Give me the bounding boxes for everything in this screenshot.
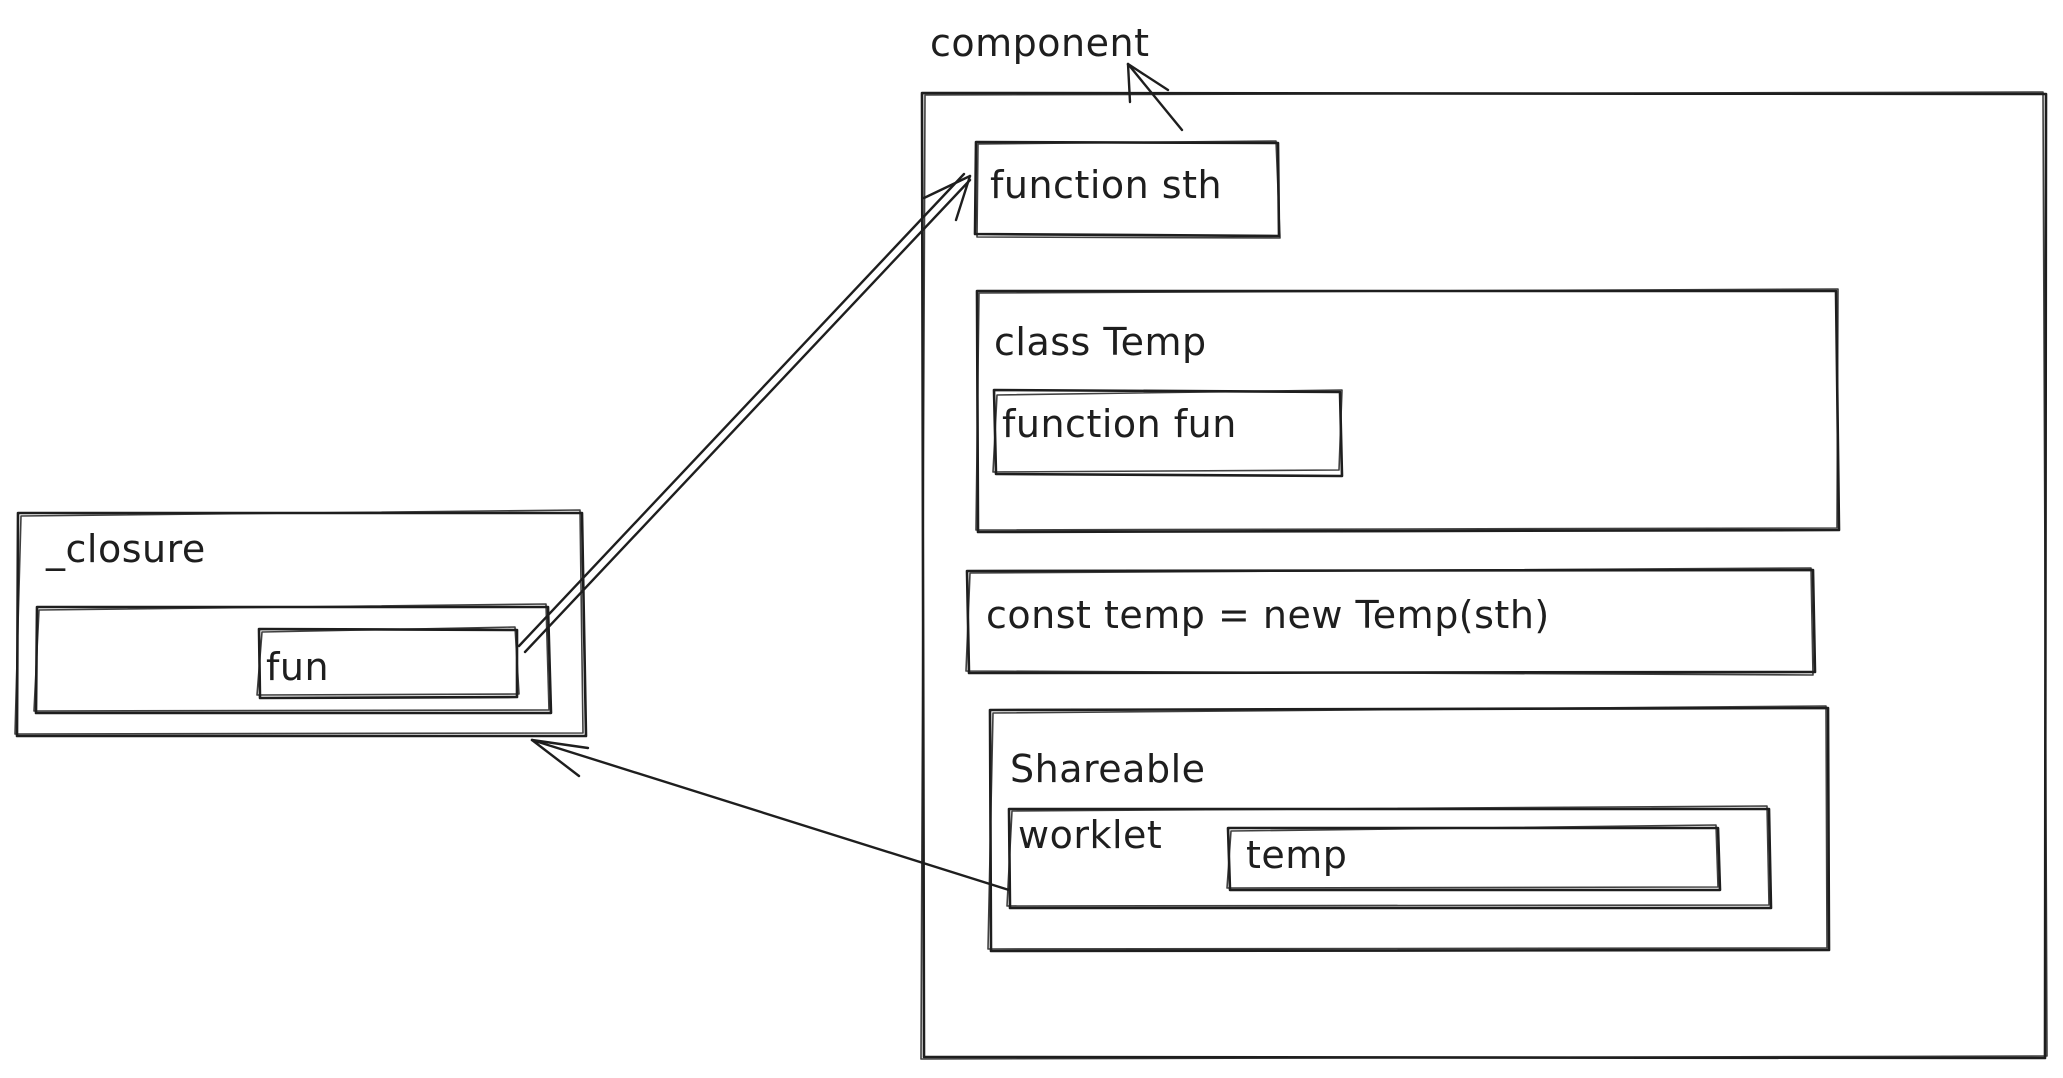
closure-inner-box xyxy=(33,603,553,715)
shareable-label: Shareable xyxy=(1010,747,1206,791)
function-sth-box[interactable] xyxy=(973,140,1281,239)
const-temp-label: const temp = new Temp(sth) xyxy=(986,593,1550,637)
shareable-box[interactable] xyxy=(987,705,1831,953)
component-box[interactable] xyxy=(920,91,2048,1060)
class-temp-box[interactable] xyxy=(975,288,1841,534)
arrow-function-sth-to-component xyxy=(1126,62,1184,132)
function-fun-box[interactable] xyxy=(992,388,1344,478)
temp-box[interactable] xyxy=(1226,824,1722,892)
closure-box[interactable] xyxy=(14,509,588,738)
component-label: component xyxy=(930,21,1149,65)
arrow-worklet-to-closure xyxy=(530,738,1011,892)
worklet-label: worklet xyxy=(1018,813,1162,857)
temp-label: temp xyxy=(1246,833,1347,877)
arrow-fun-to-function-sth xyxy=(517,172,972,654)
closure-label: _closure xyxy=(45,527,206,571)
function-sth-label: function sth xyxy=(990,163,1222,207)
fun-box[interactable] xyxy=(256,626,520,700)
class-temp-label: class Temp xyxy=(994,320,1207,364)
const-temp-box[interactable] xyxy=(965,567,1817,676)
fun-label: fun xyxy=(266,645,329,689)
function-fun-label: function fun xyxy=(1002,402,1237,446)
worklet-box[interactable] xyxy=(1006,805,1773,910)
